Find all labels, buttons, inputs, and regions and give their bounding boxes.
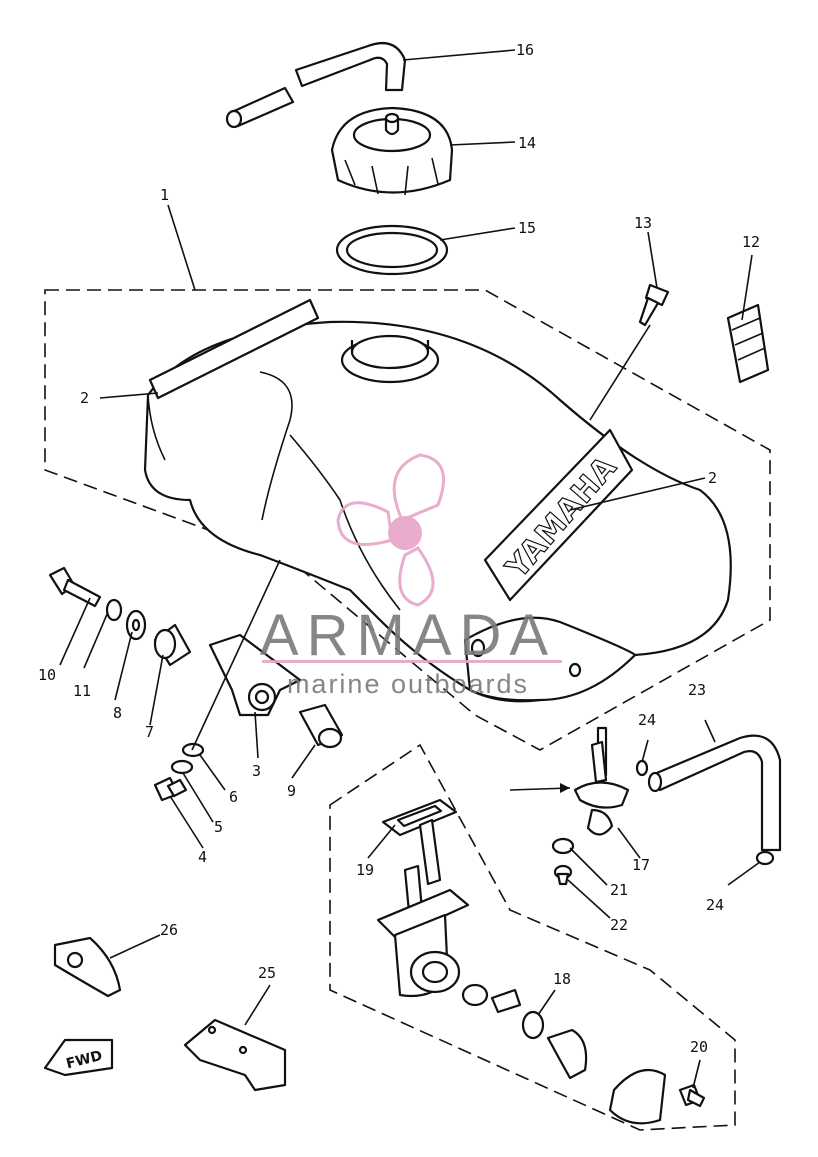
callout-12: 12 xyxy=(742,233,760,251)
fuel-hose-23 xyxy=(647,734,782,852)
tank-assembly-boundary xyxy=(44,289,771,751)
pad-26 xyxy=(53,936,122,998)
washer-8 xyxy=(125,609,147,641)
watermark-divider xyxy=(262,660,562,663)
watermark-brand: ARMADA xyxy=(260,603,556,668)
screw-20 xyxy=(678,1083,706,1108)
grommet-7 xyxy=(153,623,192,667)
callout-11: 11 xyxy=(73,682,91,700)
gasket-19 xyxy=(381,798,458,837)
callout-24-bottom: 24 xyxy=(706,896,724,914)
bolt-10 xyxy=(48,566,102,608)
callout-23: 23 xyxy=(688,681,706,699)
fuel-cock-enlarged xyxy=(376,818,470,998)
callout-10: 10 xyxy=(38,666,56,684)
fuel-tank: YAMAHA xyxy=(143,298,732,703)
screw-13 xyxy=(638,283,670,327)
callout-3: 3 xyxy=(252,762,261,780)
clip-5 xyxy=(170,759,194,775)
leader-lines xyxy=(59,49,761,1089)
callout-14: 14 xyxy=(518,134,536,152)
bolt-4 xyxy=(153,776,188,802)
fuel-cock-parts xyxy=(461,983,667,1125)
callout-26: 26 xyxy=(160,921,178,939)
callout-24-top: 24 xyxy=(638,711,656,729)
hose-clip-24b xyxy=(755,850,775,866)
propeller-logo-icon xyxy=(336,453,446,607)
callout-16: 16 xyxy=(516,41,534,59)
fuel-cap xyxy=(330,106,454,196)
callout-7: 7 xyxy=(145,723,154,741)
callout-6: 6 xyxy=(229,788,238,806)
callout-9: 9 xyxy=(287,782,296,800)
fwd-direction-arrow: FWD xyxy=(43,1038,114,1077)
callout-2-right: 2 xyxy=(708,469,717,487)
armada-watermark: ARMADA marine outboards xyxy=(260,453,562,699)
callout-25: 25 xyxy=(258,964,276,982)
callout-2-left: 2 xyxy=(80,389,89,407)
callout-1: 1 xyxy=(160,186,169,204)
collar-9 xyxy=(298,703,344,749)
breather-hose xyxy=(225,42,407,129)
callout-15: 15 xyxy=(518,219,536,237)
callout-21: 21 xyxy=(610,881,628,899)
callout-8: 8 xyxy=(113,704,122,722)
callout-labels: 16 14 15 1 13 12 2 2 10 11 8 7 3 9 6 5 4… xyxy=(38,41,760,1056)
clip-6 xyxy=(181,742,205,758)
callout-5: 5 xyxy=(214,818,223,836)
callout-19: 19 xyxy=(356,861,374,879)
watermark-tagline: marine outboards xyxy=(287,669,529,699)
cap-gasket xyxy=(335,224,449,276)
callout-20: 20 xyxy=(690,1038,708,1056)
washer-21 xyxy=(551,837,575,855)
o-ring-18 xyxy=(521,1010,545,1040)
screw-22 xyxy=(553,864,573,886)
clip-12 xyxy=(726,303,770,384)
callout-17: 17 xyxy=(632,856,650,874)
washer-11 xyxy=(105,598,123,622)
band-25 xyxy=(183,1018,287,1092)
bracket-3 xyxy=(208,633,302,717)
fuel-cock-assembly-boundary xyxy=(329,743,736,1131)
callout-22: 22 xyxy=(610,916,628,934)
hose-clip-24a xyxy=(635,759,649,777)
callout-4: 4 xyxy=(198,848,207,866)
callout-13: 13 xyxy=(634,214,652,232)
callout-18: 18 xyxy=(553,970,571,988)
fuel-cock-17 xyxy=(573,726,630,836)
